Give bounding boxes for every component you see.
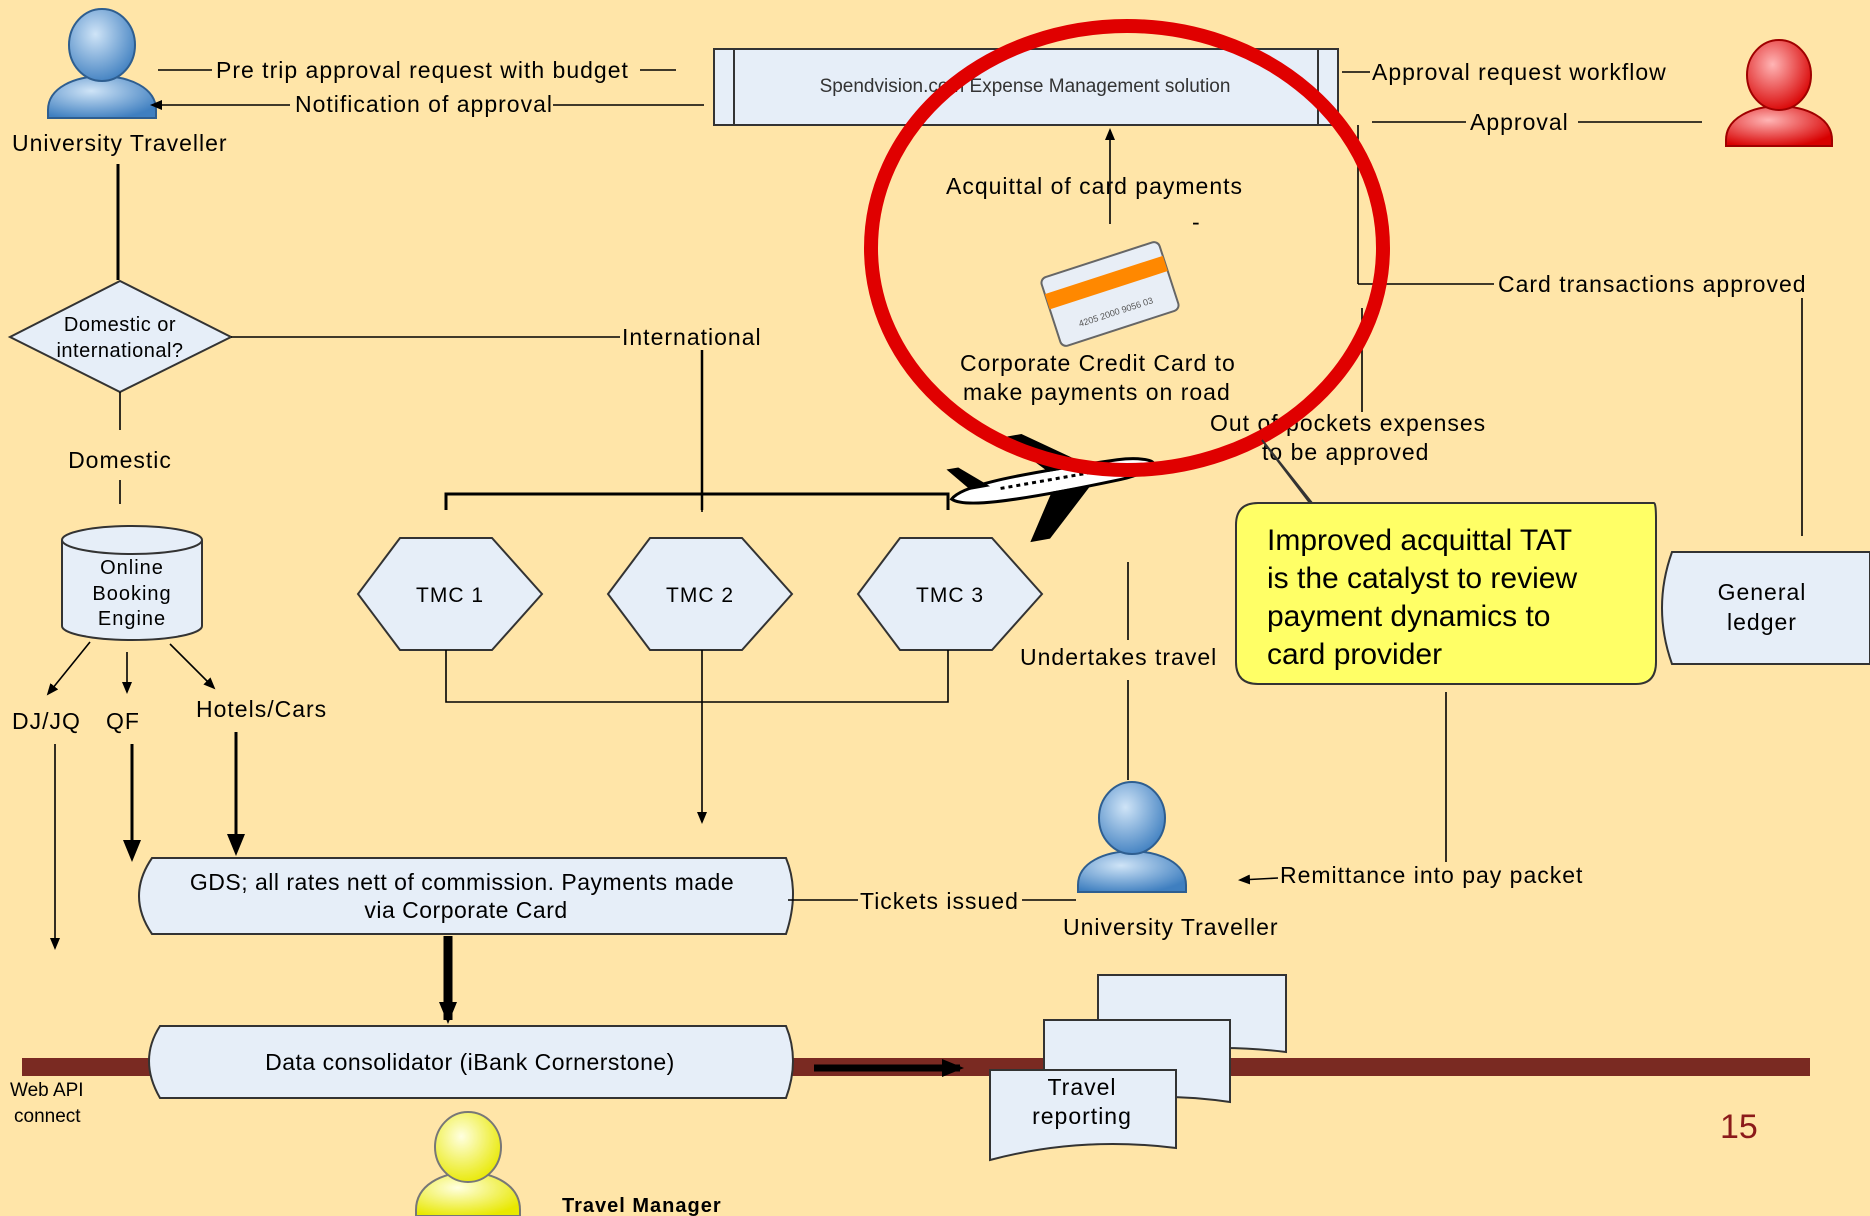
decision-diamond: Domestic or international? (7, 279, 234, 394)
spendvision-box: Spendvision.com Expense Management solut… (713, 48, 1339, 126)
online-booking-engine: Online Booking Engine (61, 525, 203, 641)
reporting-line2: reporting (1032, 1103, 1132, 1129)
gds-line1: GDS; all rates nett of commission. Payme… (190, 869, 734, 895)
consolidator-box: Data consolidator (iBank Cornerstone) (148, 1025, 794, 1099)
ledger-line1: General (1718, 579, 1807, 605)
gds-box: GDS; all rates nett of commission. Payme… (138, 857, 794, 935)
tmc-3: TMC 3 (856, 537, 1044, 651)
person-red-icon (1725, 39, 1833, 147)
decision-line2: international? (56, 340, 183, 362)
hotels-label: Hotels/Cars (196, 696, 327, 722)
travel-reporting-docs: Travel reporting (989, 974, 1287, 1162)
undertakes-label: Undertakes travel (1020, 644, 1217, 670)
approval-label: Approval (1470, 109, 1569, 135)
qf-label: QF (106, 708, 140, 734)
web-api-line2: connect (14, 1106, 81, 1127)
person-yellow-icon (415, 1111, 521, 1216)
approval-workflow-label: Approval request workflow (1372, 59, 1667, 85)
person-blue-icon (1077, 781, 1187, 893)
dj-label: DJ/JQ (12, 708, 81, 734)
remittance-label: Remittance into pay packet (1280, 862, 1583, 888)
credit-card-icon: 4205 2000 9056 03 (1040, 241, 1180, 347)
tmc-3-label: TMC 3 (916, 584, 984, 607)
traveller-bottom-label: University Traveller (1063, 914, 1279, 940)
slide-number: 15 (1720, 1108, 1758, 1146)
person-blue-icon (47, 8, 157, 119)
tmc-1: TMC 1 (356, 537, 544, 651)
obe-line3: Engine (98, 608, 166, 630)
card-tx-label: Card transactions approved (1498, 271, 1807, 297)
decision-line1: Domestic or (64, 314, 176, 336)
gds-line2: via Corporate Card (364, 897, 567, 923)
travel-manager-label: Travel Manager (562, 1195, 722, 1216)
callout: Improved acquittal TAT is the catalyst t… (1235, 439, 1657, 685)
tickets-label: Tickets issued (860, 888, 1019, 914)
web-api-line1: Web API (10, 1080, 84, 1101)
oop-line2: to be approved (1262, 439, 1429, 465)
obe-line1: Online (100, 557, 164, 579)
ledger-line2: ledger (1727, 609, 1797, 635)
oop-line1: Out of pockets expenses (1210, 410, 1486, 436)
traveller-top-label: University Traveller (12, 130, 228, 156)
callout-line2: is the catalyst to review (1267, 562, 1577, 595)
obe-line2: Booking (92, 583, 171, 605)
domestic-label: Domestic (68, 447, 172, 473)
acquittal-label: Acquittal of card payments (946, 173, 1243, 199)
notification-label: Notification of approval (295, 91, 553, 117)
callout-line4: card provider (1267, 638, 1442, 671)
reporting-line1: Travel (1047, 1074, 1116, 1100)
callout-line3: payment dynamics to (1267, 600, 1550, 633)
tmc-2-label: TMC 2 (666, 584, 734, 607)
international-label: International (622, 324, 762, 350)
card-line2: make payments on road (963, 379, 1231, 405)
general-ledger: General ledger (1661, 551, 1870, 665)
tmc-1-label: TMC 1 (416, 584, 484, 607)
highlight-circle (864, 19, 1390, 477)
pre-trip-label: Pre trip approval request with budget (216, 57, 629, 83)
spendvision-label: Spendvision.com Expense Management solut… (820, 76, 1231, 97)
dash-mark: - (1192, 209, 1201, 235)
callout-line1: Improved acquittal TAT (1267, 524, 1572, 557)
card-line1: Corporate Credit Card to (960, 350, 1236, 376)
tmc-2: TMC 2 (606, 537, 794, 651)
consolidator-label: Data consolidator (iBank Cornerstone) (265, 1049, 675, 1075)
